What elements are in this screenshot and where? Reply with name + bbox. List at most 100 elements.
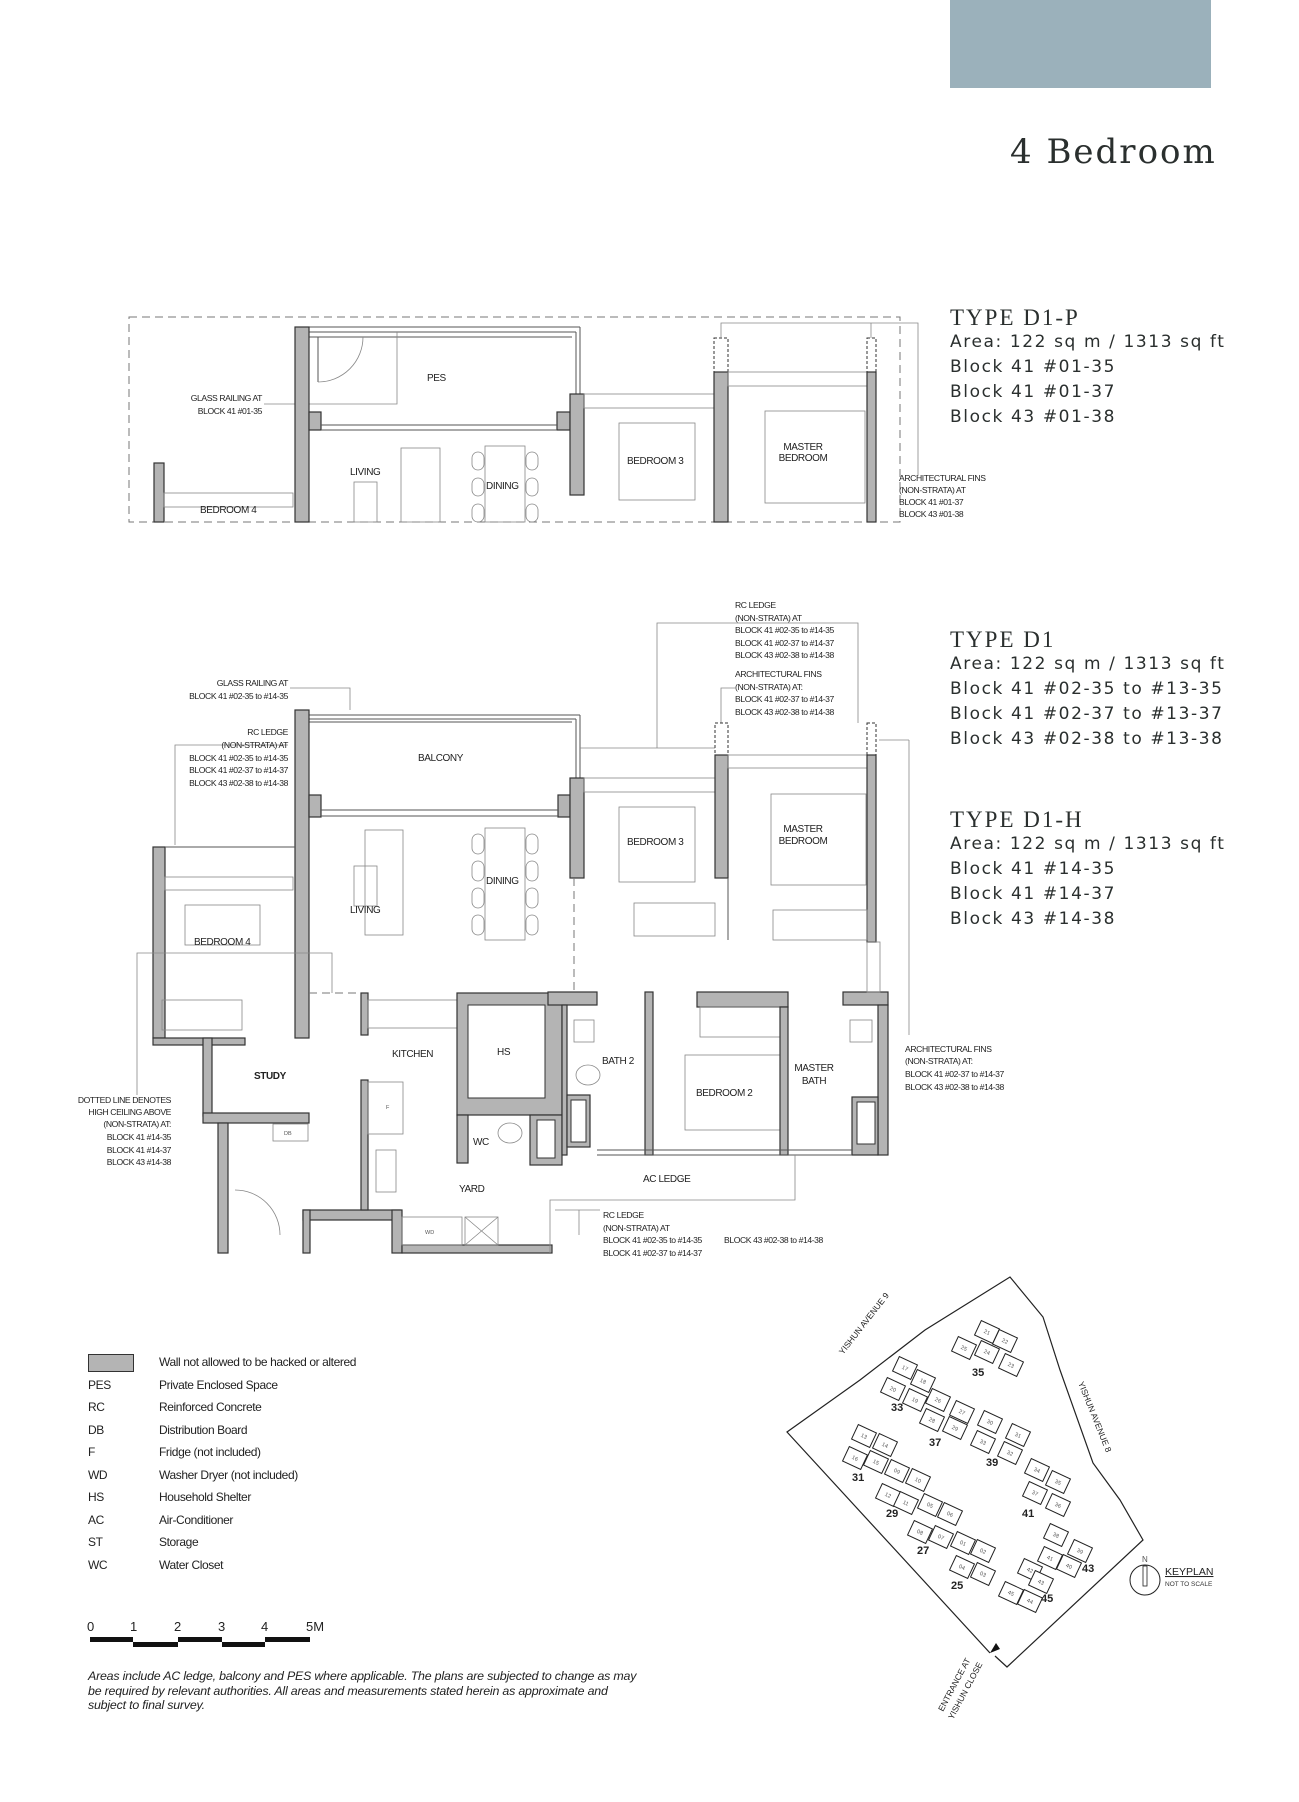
keyplan-unit: 03 — [969, 1561, 997, 1587]
svg-text:02: 02 — [979, 1548, 987, 1556]
label-wd: WD — [425, 1230, 434, 1236]
svg-text:RC LEDGE: RC LEDGE — [735, 600, 776, 610]
room-label-yard: YARD — [459, 1184, 485, 1195]
keyplan-unit: 18 — [909, 1368, 937, 1394]
floor-plan-d1: BALCONY LIVING DINING BEDROOM 4 BEDROOM … — [78, 600, 1005, 1258]
note-fins-top: ARCHITECTURAL FINS (NON-STRATA) AT: BLOC… — [735, 669, 835, 717]
keyplan-block-number: 45 — [1041, 1593, 1053, 1605]
svg-text:(NON-STRATA) AT: (NON-STRATA) AT — [603, 1223, 671, 1233]
keyplan-unit: 33 — [969, 1429, 997, 1455]
room-label-hs: HS — [497, 1047, 511, 1058]
disclaimer: Areas include AC ledge, balcony and PES … — [88, 1669, 637, 1712]
legend-abbr: F — [88, 1445, 95, 1459]
type-area: Area: 122 sq m / 1313 sq ft — [950, 332, 1226, 352]
svg-text:(NON-STRATA) AT:: (NON-STRATA) AT: — [735, 682, 803, 692]
svg-text:34: 34 — [1033, 1467, 1041, 1475]
legend-desc: Fridge (not included) — [159, 1445, 261, 1459]
svg-text:15: 15 — [872, 1459, 880, 1467]
svg-text:12: 12 — [884, 1492, 892, 1500]
svg-text:16: 16 — [851, 1455, 859, 1463]
svg-text:24: 24 — [983, 1349, 991, 1357]
note-glass-railing: BLOCK 41 #02-35 to #14-35 — [189, 691, 289, 701]
north-arrow-icon — [1129, 1564, 1161, 1596]
keyplan-unit: 13 — [850, 1423, 878, 1449]
svg-text:26: 26 — [934, 1397, 942, 1405]
keyplan-unit: 26 — [924, 1387, 952, 1413]
svg-text:BLOCK 41 #14-35: BLOCK 41 #14-35 — [107, 1132, 172, 1142]
type-unit: Block 41 #14-37 — [950, 884, 1117, 904]
svg-text:29: 29 — [951, 1425, 959, 1433]
type-unit: Block 41 #02-37 to #13-37 — [950, 704, 1224, 724]
label-fridge: F — [386, 1105, 390, 1111]
note-fins: BLOCK 41 #01-37 — [899, 497, 964, 507]
keyplan-unit: 02 — [969, 1538, 997, 1564]
svg-text:45: 45 — [1007, 1590, 1015, 1598]
type-name: TYPE D1-P — [950, 305, 1080, 330]
svg-text:BLOCK 41 #14-37: BLOCK 41 #14-37 — [107, 1145, 172, 1155]
keyplan-block-number: 35 — [972, 1367, 984, 1379]
keyplan-unit: 24 — [973, 1339, 1001, 1365]
svg-text:BLOCK 41 #02-37 to #14-37: BLOCK 41 #02-37 to #14-37 — [735, 694, 835, 704]
keyplan-unit: 27 — [948, 1399, 976, 1425]
svg-text:ARCHITECTURAL FINS: ARCHITECTURAL FINS — [735, 669, 822, 679]
keyplan-block-number: 27 — [917, 1545, 929, 1557]
note-glass-railing: GLASS RAILING AT — [191, 393, 263, 403]
note-rc-ledge-bottom: RC LEDGE (NON-STRATA) AT BLOCK 41 #02-35… — [603, 1210, 824, 1258]
legend-abbr: DB — [88, 1422, 104, 1437]
svg-text:BLOCK 43 #02-38 to #14-38: BLOCK 43 #02-38 to #14-38 — [905, 1082, 1005, 1092]
note-rc-ledge-top: RC LEDGE (NON-STRATA) AT BLOCK 41 #02-35… — [735, 600, 835, 660]
keyplan-block-number: 43 — [1082, 1563, 1094, 1575]
legend-desc: Water Closet — [159, 1557, 224, 1572]
scale-bar — [90, 1637, 310, 1647]
svg-text:(NON-STRATA) AT:: (NON-STRATA) AT: — [103, 1119, 171, 1129]
keyplan-block-number: 29 — [886, 1508, 898, 1520]
svg-text:31: 31 — [1014, 1432, 1022, 1440]
svg-text:32: 32 — [1006, 1450, 1014, 1458]
svg-text:(NON-STRATA) AT:: (NON-STRATA) AT: — [905, 1056, 973, 1066]
room-label-bath2: BATH 2 — [602, 1056, 635, 1067]
type-unit: Block 41 #02-35 to #13-35 — [950, 679, 1224, 699]
room-label-master: BEDROOM — [779, 453, 828, 464]
note-rc-ledge-left: RC LEDGE (NON-STRATA) AT BLOCK 41 #02-35… — [189, 727, 289, 788]
keyplan-unit-highlighted: 35 — [1044, 1469, 1072, 1495]
keyplan-unit: 30 — [976, 1409, 1004, 1435]
keyplan-unit: 25 — [950, 1335, 978, 1361]
room-label-balcony: BALCONY — [418, 753, 464, 764]
keyplan-unit: 43 — [1027, 1569, 1055, 1595]
note-fins: BLOCK 43 #01-38 — [899, 509, 964, 519]
scale-tick: 5M — [306, 1619, 325, 1634]
legend-abbr: PES — [88, 1377, 111, 1392]
keyplan-unit: 29 — [941, 1415, 969, 1441]
room-label-dining: DINING — [486, 876, 519, 887]
keyplan-block-number: 33 — [891, 1402, 903, 1414]
keyplan-unit: 19 — [901, 1387, 929, 1413]
room-label-living: LIVING — [350, 905, 381, 916]
keyplan-unit: 14 — [871, 1432, 899, 1458]
legend-desc: Air-Conditioner — [159, 1512, 234, 1527]
keyplan-unit: 41 — [1036, 1545, 1064, 1571]
svg-text:10: 10 — [914, 1477, 922, 1485]
road-label-yishun-ave-8: YISHUN AVENUE 8 — [1076, 1380, 1114, 1454]
note-fins-right: ARCHITECTURAL FINS (NON-STRATA) AT: BLOC… — [905, 1044, 1005, 1092]
keyplan-block-number: 41 — [1022, 1508, 1034, 1520]
svg-text:BLOCK 41 #02-37 to #14-37: BLOCK 41 #02-37 to #14-37 — [905, 1069, 1005, 1079]
keyplan-unit: 22 — [991, 1328, 1019, 1354]
svg-text:RC LEDGE: RC LEDGE — [603, 1210, 644, 1220]
note-glass-railing: BLOCK 41 #01-35 — [198, 406, 263, 416]
svg-text:ARCHITECTURAL FINS: ARCHITECTURAL FINS — [905, 1044, 992, 1054]
keyplan-unit: 01 — [949, 1530, 977, 1556]
svg-text:22: 22 — [1001, 1338, 1009, 1346]
svg-text:05: 05 — [926, 1502, 934, 1510]
note-glass-railing: GLASS RAILING AT — [217, 678, 289, 688]
room-label-bedroom3: BEDROOM 3 — [627, 456, 684, 467]
keyplan-unit: 36 — [1044, 1492, 1072, 1518]
svg-text:36: 36 — [1054, 1502, 1062, 1510]
type-d1-info: TYPE D1 Area: 122 sq m / 1313 sq ft Bloc… — [950, 627, 1226, 752]
keyplan-unit: 07 — [927, 1524, 955, 1550]
keyplan-unit: 45 — [997, 1580, 1025, 1606]
legend-abbr: WC — [88, 1557, 108, 1572]
svg-text:19: 19 — [911, 1397, 919, 1405]
note-fins: (NON-STRATA) AT — [899, 485, 967, 495]
keyplan-unit-highlighted: 38 — [1042, 1522, 1070, 1548]
